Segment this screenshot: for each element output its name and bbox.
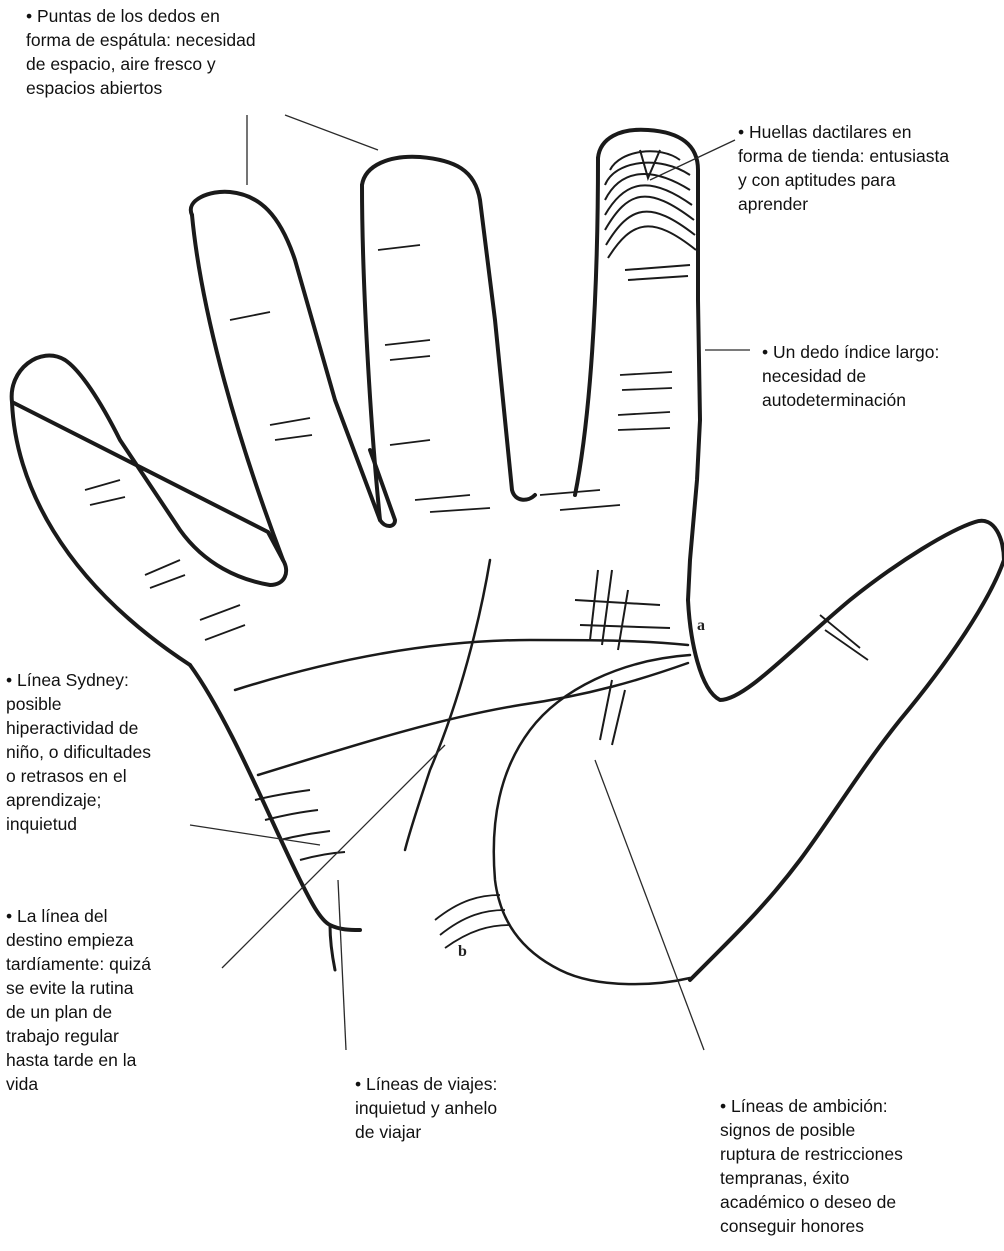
annotation-line: conseguir honores (720, 1214, 903, 1238)
annotation-line: académico o deseo de (720, 1190, 903, 1214)
little-finger-outline (12, 356, 286, 585)
annotation-line: forma de tienda: entusiasta (738, 144, 949, 168)
annotation-line: signos de posible (720, 1118, 903, 1142)
annotation-line: hiperactividad de (6, 716, 151, 740)
middle-finger-left (362, 185, 380, 520)
annotation-line: necesidad de (762, 364, 939, 388)
annotation-line: forma de espátula: necesidad (26, 28, 256, 52)
annotation-line: se evite la rutina (6, 976, 151, 1000)
annotation-index-finger: • Un dedo índice largo: necesidad de aut… (762, 340, 939, 412)
annotation-line: de viajar (355, 1120, 497, 1144)
annotation-line: posible (6, 692, 151, 716)
annotation-line: niño, o dificultades (6, 740, 151, 764)
leader-fingertips-2 (285, 115, 378, 150)
annotation-line: • Un dedo índice largo: (762, 340, 939, 364)
marker-a: a (697, 617, 705, 635)
little-finger-outer (12, 402, 190, 665)
annotation-line: • Líneas de ambición: (720, 1094, 903, 1118)
annotation-line: vida (6, 1072, 151, 1096)
annotation-sydney-line: • Línea Sydney: posible hiperactividad d… (6, 668, 151, 836)
index-finger-left (575, 158, 598, 495)
annotation-fingertips: • Puntas de los dedos en forma de espátu… (26, 4, 256, 100)
annotation-line: • Puntas de los dedos en (26, 4, 256, 28)
annotation-line: de un plan de (6, 1000, 151, 1024)
annotation-line: aprender (738, 192, 949, 216)
tented-arch-fingerprint (605, 150, 696, 280)
annotation-line: hasta tarde en la (6, 1048, 151, 1072)
middle-finger-outline (362, 157, 535, 500)
annotation-line: inquietud y anhelo (355, 1096, 497, 1120)
finger-creases (85, 245, 868, 660)
palm-left-edge (190, 665, 360, 930)
annotation-line: espacios abiertos (26, 76, 256, 100)
leader-ambition-lines (595, 760, 704, 1050)
annotation-line: inquietud (6, 812, 151, 836)
annotation-line: trabajo regular (6, 1024, 151, 1048)
annotation-line: tempranas, éxito (720, 1166, 903, 1190)
annotation-ambition-lines: • Líneas de ambición: signos de posible … (720, 1094, 903, 1238)
ambition-lines (575, 570, 670, 745)
wrist-curve (330, 925, 335, 970)
head-line (258, 663, 688, 775)
annotation-line: de espacio, aire fresco y (26, 52, 256, 76)
ring-finger-left (192, 215, 283, 560)
annotation-line: ruptura de restricciones (720, 1142, 903, 1166)
annotation-line: tardíamente: quizá (6, 952, 151, 976)
annotation-line: • Líneas de viajes: (355, 1072, 497, 1096)
annotation-travel-lines: • Líneas de viajes: inquietud y anhelo d… (355, 1072, 497, 1144)
annotation-line: autodeterminación (762, 388, 939, 412)
marker-b: b (458, 943, 467, 961)
annotation-line: y con aptitudes para (738, 168, 949, 192)
leader-fate-line (222, 745, 445, 968)
annotation-line: destino empieza (6, 928, 151, 952)
fate-line (405, 560, 490, 850)
annotation-fate-line: • La línea del destino empieza tardíamen… (6, 904, 151, 1096)
thumb-outline (688, 521, 1004, 980)
leader-travel-lines (338, 880, 346, 1050)
annotation-line: aprendizaje; (6, 788, 151, 812)
annotation-line: • Línea Sydney: (6, 668, 151, 692)
annotation-line: • La línea del (6, 904, 151, 928)
annotation-fingerprints: • Huellas dactilares en forma de tienda:… (738, 120, 949, 216)
annotation-line: o retrasos en el (6, 764, 151, 788)
annotation-line: • Huellas dactilares en (738, 120, 949, 144)
travel-lines (255, 790, 345, 860)
